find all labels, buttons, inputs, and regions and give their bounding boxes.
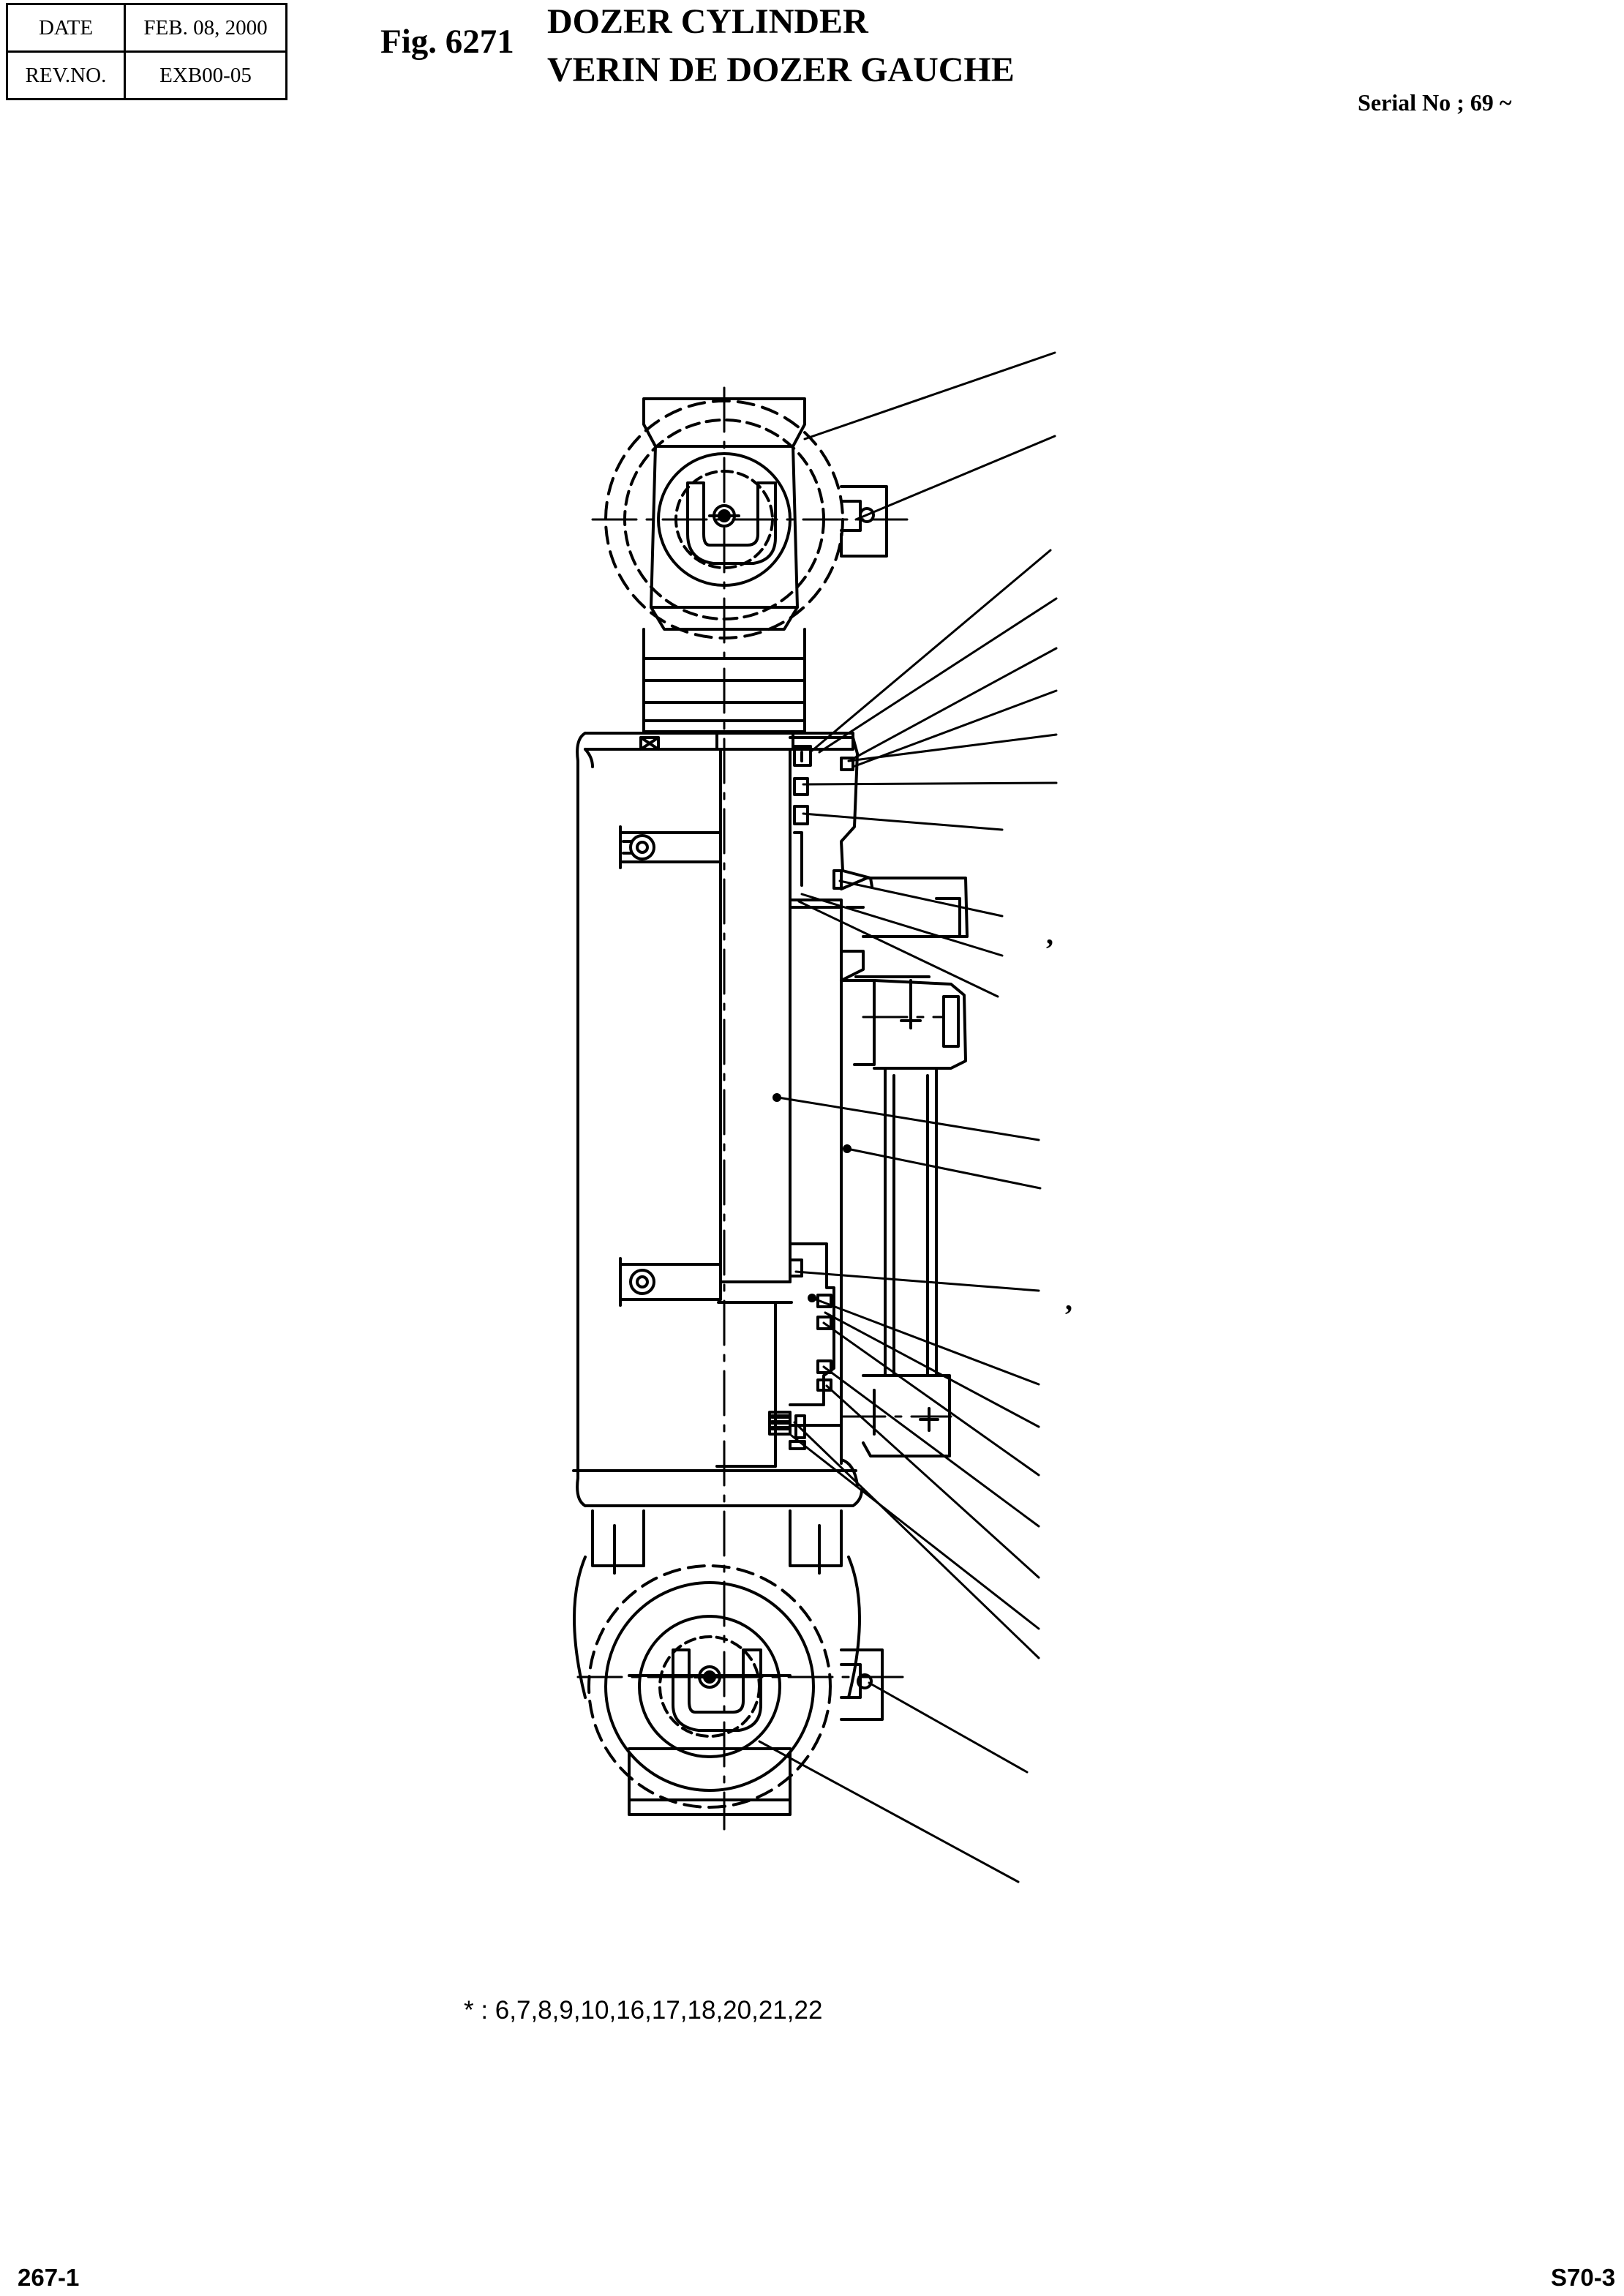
rev-value: EXB00-05 bbox=[124, 50, 287, 100]
model-code-right: S70-3 bbox=[1551, 2264, 1616, 2291]
figure-title-en: DOZER CYLINDER bbox=[547, 2, 868, 41]
annotation-marks: , , bbox=[1046, 918, 1072, 1316]
date-value: FEB. 08, 2000 bbox=[124, 3, 287, 53]
bottom-clevis bbox=[573, 1509, 884, 1816]
piston-rod bbox=[715, 748, 793, 1468]
cylinder-barrel bbox=[572, 732, 863, 1507]
leader-lines bbox=[758, 351, 1058, 1883]
revision-table: DATE FEB. 08, 2000 REV.NO. EXB00-05 bbox=[6, 3, 287, 100]
figure-number: Fig. 6271 bbox=[380, 23, 514, 61]
figure-title-fr: VERIN DE DOZER GAUCHE bbox=[547, 50, 1015, 89]
date-label: DATE bbox=[6, 3, 126, 53]
rev-label: REV.NO. bbox=[6, 50, 126, 100]
barrel-fittings bbox=[619, 825, 722, 1307]
top-clevis bbox=[604, 397, 888, 733]
mark-comma-b: , bbox=[1065, 1283, 1072, 1316]
mark-comma-a: , bbox=[1046, 918, 1053, 950]
page-number-left: 267-1 bbox=[18, 2264, 80, 2291]
footnote: * : 6,7,8,9,10,16,17,18,20,21,22 bbox=[464, 1996, 823, 2025]
serial-range: Serial No ; 69 ~ bbox=[1358, 89, 1512, 116]
